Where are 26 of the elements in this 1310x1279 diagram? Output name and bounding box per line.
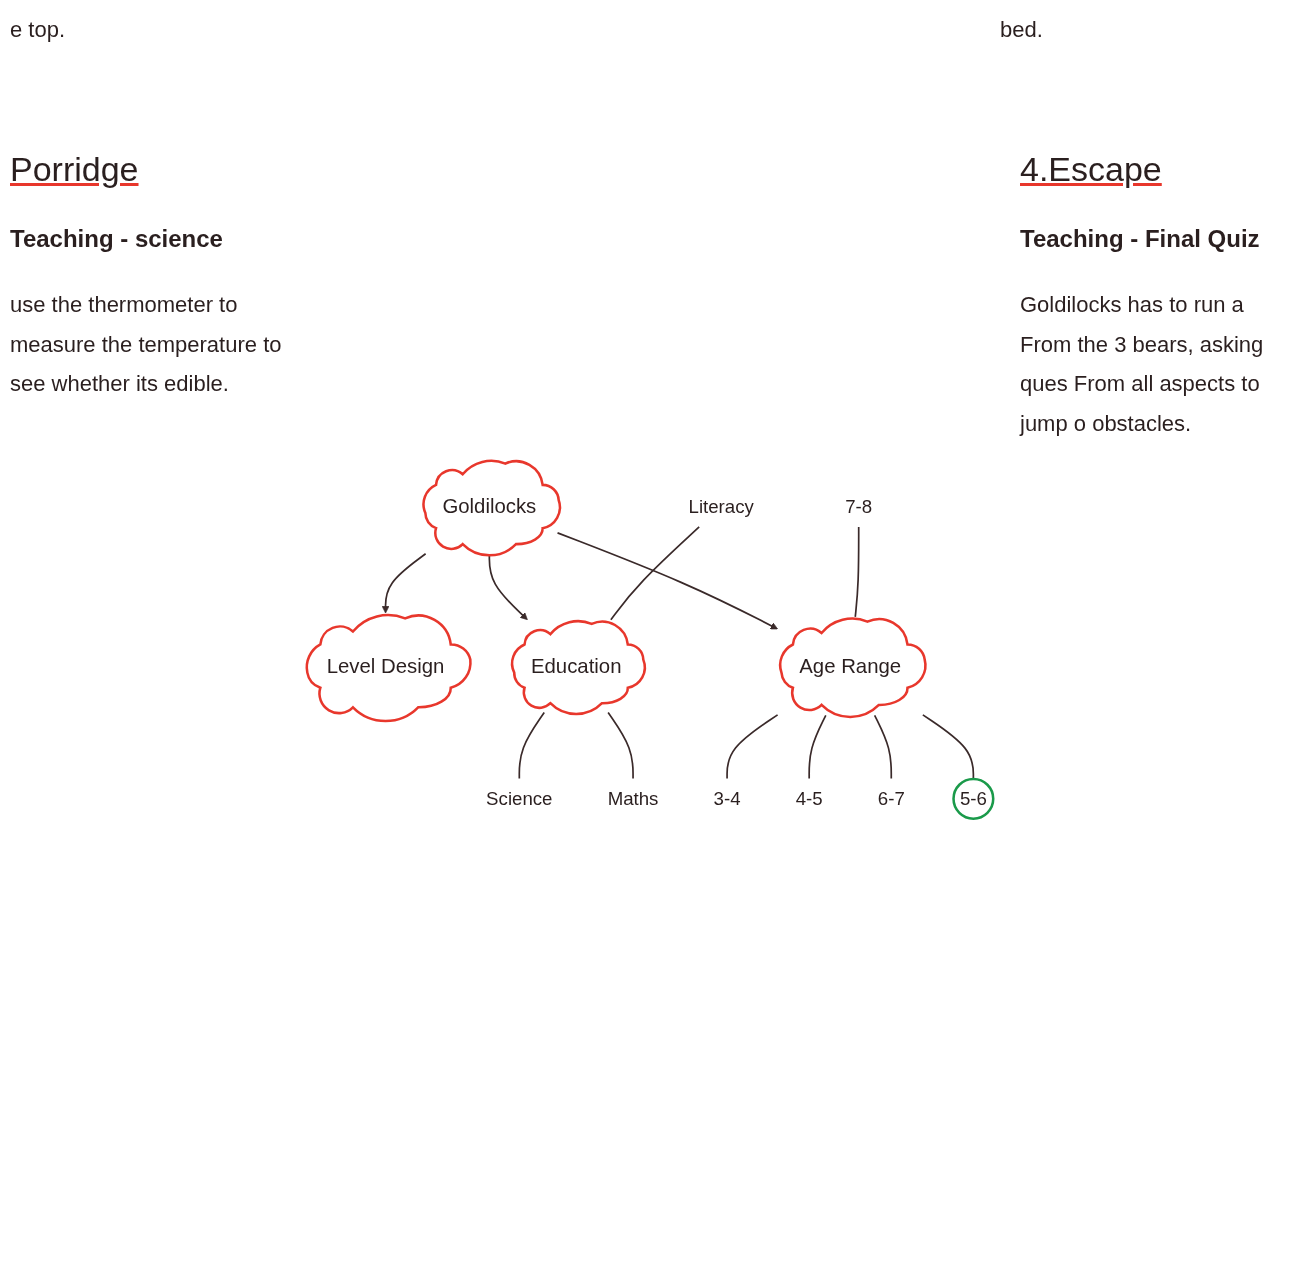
section-heading: Porridge [10, 150, 140, 189]
arrow [381, 552, 427, 614]
note-text: bed. [1000, 16, 1044, 44]
connector [607, 711, 634, 780]
node-text: 6-7 [877, 788, 905, 810]
note-text: e top. [10, 16, 67, 44]
note-text: Goldilocks has to run a From the 3 bears, asking ques From all aspects to jump o obstacles. [1020, 291, 1265, 438]
node-text: 7-8 [845, 495, 873, 518]
connector [873, 714, 893, 780]
note-text: use the thermometer to measure the temperature to see whether its edible. [10, 291, 283, 399]
connector [518, 711, 546, 780]
section-subheading: Teaching - science [10, 225, 224, 253]
connector [808, 714, 827, 780]
section-heading: 4.Escape [1020, 150, 1163, 189]
section-subheading: Teaching - Final Quiz [1020, 225, 1261, 253]
node-text: 4-5 [795, 788, 823, 810]
node-text: Literacy [688, 495, 754, 518]
arrow [556, 532, 778, 630]
node-text: Maths [607, 788, 659, 810]
node-text: Science [486, 788, 553, 810]
node-circle: 5-6 [952, 777, 995, 820]
connector [726, 714, 779, 780]
connector [610, 526, 700, 621]
connector [922, 714, 975, 780]
connector [854, 526, 860, 618]
node-text: 3-4 [713, 788, 741, 810]
